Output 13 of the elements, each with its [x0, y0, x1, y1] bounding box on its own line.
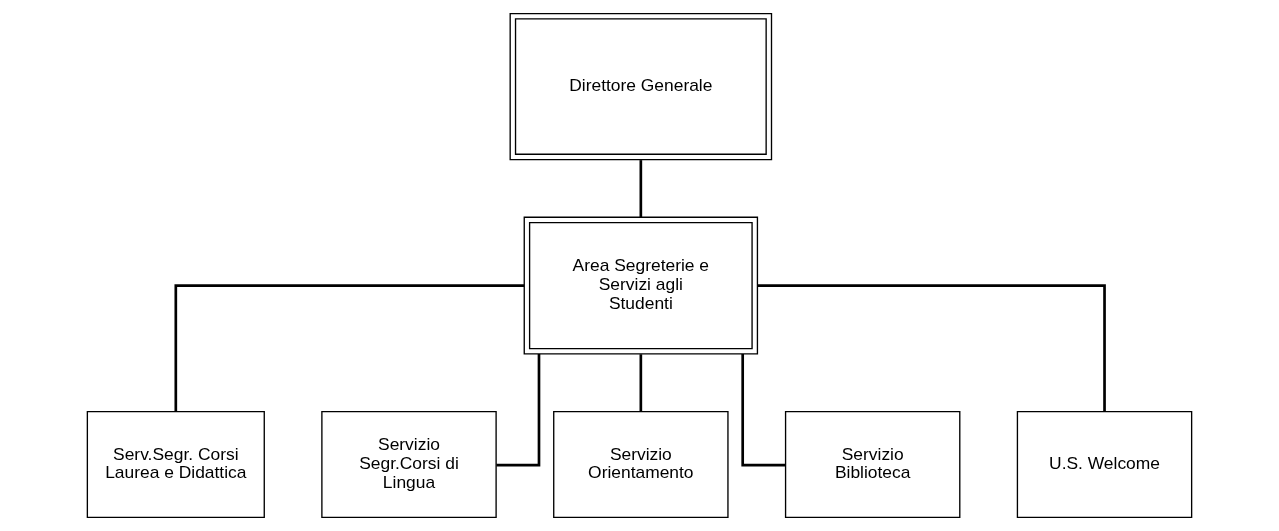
node-box: Servizio Segr.Corsi di Lingua	[321, 410, 497, 519]
node-box: Servizio Orientamento	[553, 410, 729, 519]
node-box: U.S. Welcome	[1016, 410, 1193, 519]
connector	[174, 284, 525, 412]
connector	[639, 354, 643, 412]
connector	[496, 354, 541, 467]
node-box: Servizio Biblioteca	[784, 410, 961, 519]
node-box: Area Segreterie e Servizi agli Studenti	[523, 216, 759, 355]
connector	[639, 160, 643, 217]
node-box: Serv.Segr. Corsi Laurea e Didattica	[86, 410, 265, 519]
connector	[757, 284, 1106, 412]
connector	[741, 354, 786, 467]
node-box: Direttore Generale	[509, 12, 773, 161]
